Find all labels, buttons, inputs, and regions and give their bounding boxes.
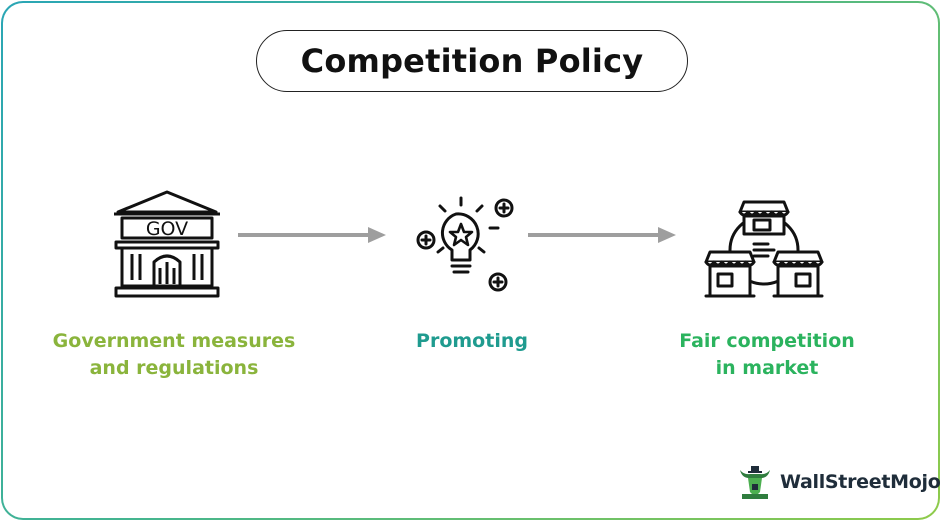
market-shops-icon (702, 184, 826, 304)
step-label-line: in market (715, 357, 819, 379)
step-label-fair-competition: Fair competition in market (656, 328, 878, 382)
step-label-promoting: Promoting (372, 328, 572, 355)
step-label-line: Promoting (416, 330, 528, 352)
building-sign-text: GOV (146, 218, 188, 240)
step-label-line: Fair competition (679, 330, 855, 352)
bull-logo-icon (740, 466, 770, 499)
flow-arrow-2 (528, 226, 678, 248)
step-label-line: Government measures (52, 330, 296, 352)
step-label-line: and regulations (89, 357, 259, 379)
step-label-government: Government measures and regulations (40, 328, 308, 382)
wallstreetmojo-logo: WallStreetMojo (738, 462, 941, 502)
flow-arrow-1 (238, 226, 388, 248)
government-building-icon: GOV (108, 188, 226, 302)
idea-bulb-icon (414, 194, 520, 298)
logo-text: WallStreetMojo (780, 471, 941, 493)
diagram-title: Competition Policy (256, 30, 688, 92)
